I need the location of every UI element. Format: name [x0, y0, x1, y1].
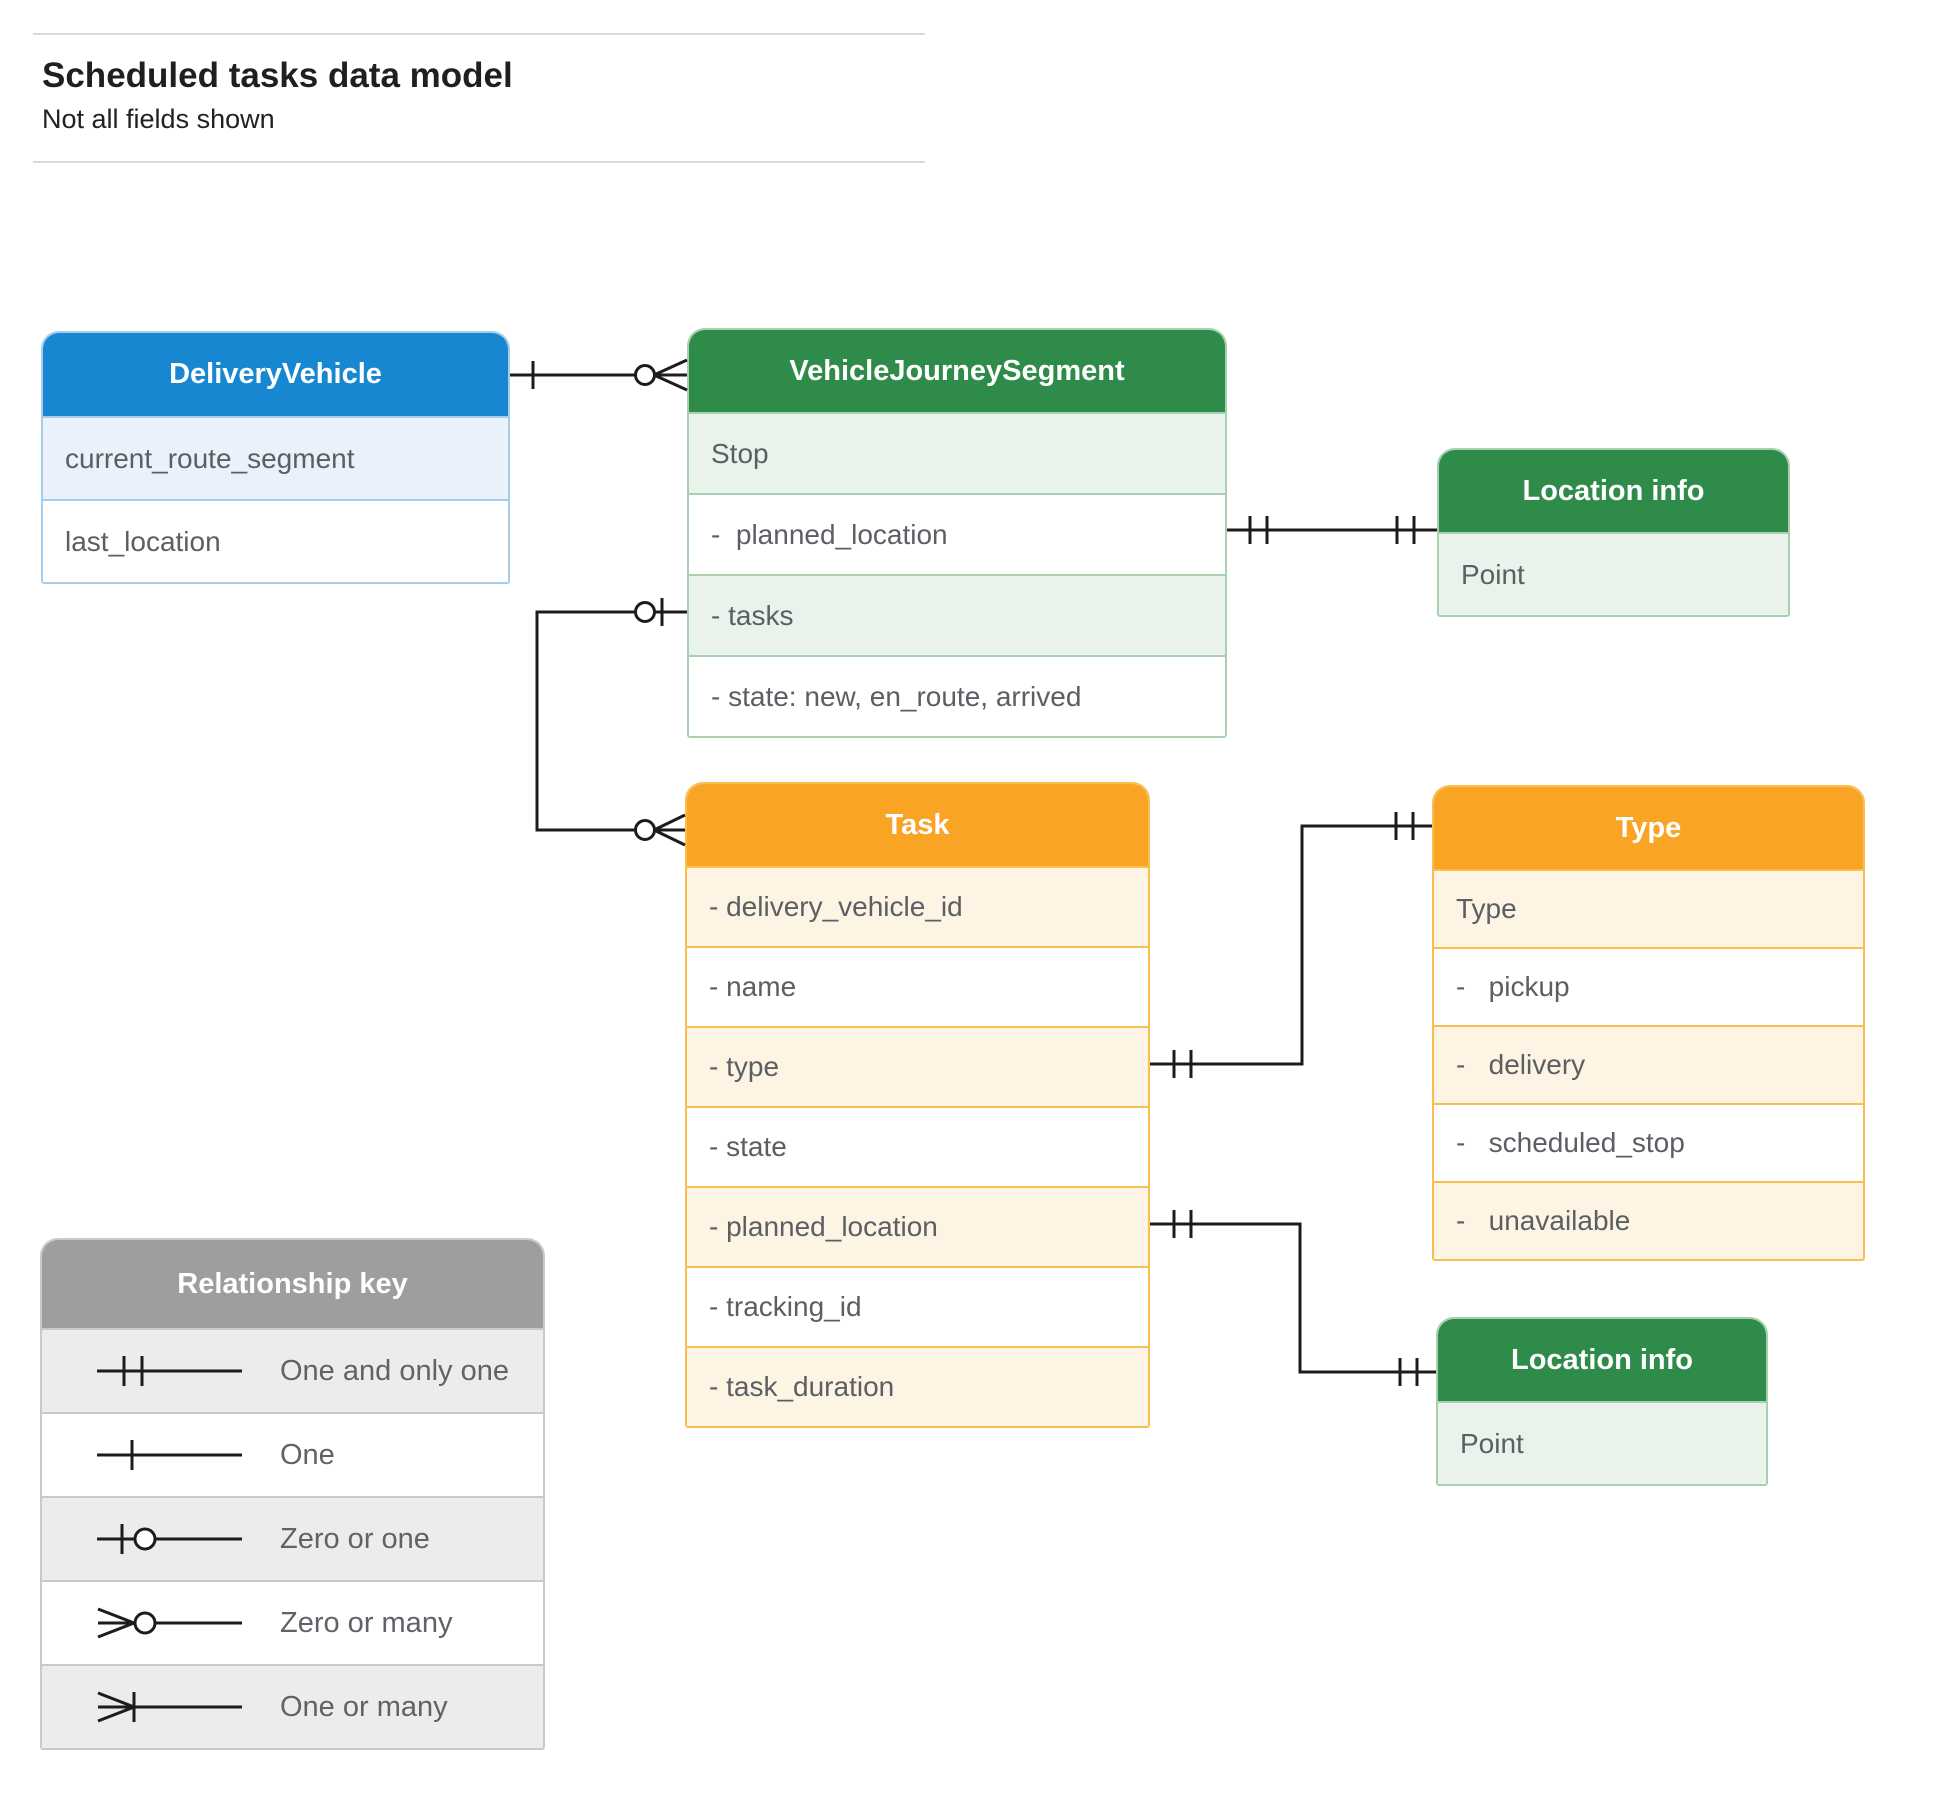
field-unavailable: - unavailable	[1434, 1181, 1863, 1259]
entity-vehicle-journey-segment-title: VehicleJourneySegment	[689, 330, 1225, 412]
legend-item-one: One	[42, 1412, 543, 1496]
field-tasks: - tasks	[689, 574, 1225, 655]
connector-task-type	[1150, 812, 1432, 1078]
entity-type-title: Type	[1434, 787, 1863, 869]
entity-location-info-top-title: Location info	[1439, 450, 1788, 532]
field-current-route-segment: current_route_segment	[43, 416, 508, 499]
top-divider	[33, 33, 925, 35]
field-name: - name	[687, 946, 1148, 1026]
connector-task-locationinfo-bottom	[1150, 1210, 1436, 1386]
field-type: - type	[687, 1026, 1148, 1106]
legend-label: One	[280, 1438, 335, 1471]
legend-label: Zero or many	[280, 1606, 453, 1639]
zero-or-one-symbol	[97, 1524, 242, 1554]
legend-relationship-key: Relationship key One and only one One Ze…	[40, 1238, 545, 1750]
connector-deliveryvehicle-vehiclejourneysegment	[510, 358, 688, 392]
field-state: - state: new, en_route, arrived	[689, 655, 1225, 736]
field-type-type: Type	[1434, 869, 1863, 947]
entity-delivery-vehicle: DeliveryVehicle current_route_segment la…	[41, 331, 510, 584]
field-planned-location: - planned_location	[689, 493, 1225, 574]
legend-label: One and only one	[280, 1354, 509, 1387]
entity-location-info-top: Location info Point	[1437, 448, 1790, 617]
legend-label: Zero or one	[280, 1522, 430, 1555]
entity-task: Task - delivery_vehicle_id - name - type…	[685, 782, 1150, 1428]
page-subtitle: Not all fields shown	[42, 104, 275, 134]
one-and-only-one-symbol	[97, 1356, 242, 1386]
field-pickup: - pickup	[1434, 947, 1863, 1025]
field-delivery: - delivery	[1434, 1025, 1863, 1103]
entity-type: Type Type - pickup - delivery - schedule…	[1432, 785, 1865, 1261]
entity-delivery-vehicle-title: DeliveryVehicle	[43, 333, 508, 416]
field-point-top: Point	[1439, 532, 1788, 615]
legend-item-zero-or-one: Zero or one	[42, 1496, 543, 1580]
connector-vjs-task	[535, 598, 687, 847]
legend-title: Relationship key	[42, 1240, 543, 1328]
legend-item-one-or-many: One or many	[42, 1664, 543, 1748]
one-or-many-symbol	[97, 1691, 242, 1723]
legend-item-zero-or-many: Zero or many	[42, 1580, 543, 1664]
field-task-duration: - task_duration	[687, 1346, 1148, 1426]
field-task-planned-location: - planned_location	[687, 1186, 1148, 1266]
title-divider	[33, 161, 925, 163]
field-delivery-vehicle-id: - delivery_vehicle_id	[687, 866, 1148, 946]
field-task-state: - state	[687, 1106, 1148, 1186]
entity-location-info-bottom: Location info Point	[1436, 1317, 1768, 1486]
connector-vjs-locationinfo-top	[1227, 516, 1437, 544]
zero-or-many-symbol	[97, 1607, 242, 1639]
one-symbol	[97, 1440, 242, 1470]
entity-task-title: Task	[687, 784, 1148, 866]
legend-label: One or many	[280, 1690, 448, 1723]
field-last-location: last_location	[43, 499, 508, 582]
legend-item-one-and-only-one: One and only one	[42, 1328, 543, 1412]
page-title: Scheduled tasks data model	[42, 56, 513, 95]
field-scheduled-stop: - scheduled_stop	[1434, 1103, 1863, 1181]
field-stop: Stop	[689, 412, 1225, 493]
field-point-bottom: Point	[1438, 1401, 1766, 1484]
entity-vehicle-journey-segment: VehicleJourneySegment Stop - planned_loc…	[687, 328, 1227, 738]
entity-location-info-bottom-title: Location info	[1438, 1319, 1766, 1401]
field-tracking-id: - tracking_id	[687, 1266, 1148, 1346]
